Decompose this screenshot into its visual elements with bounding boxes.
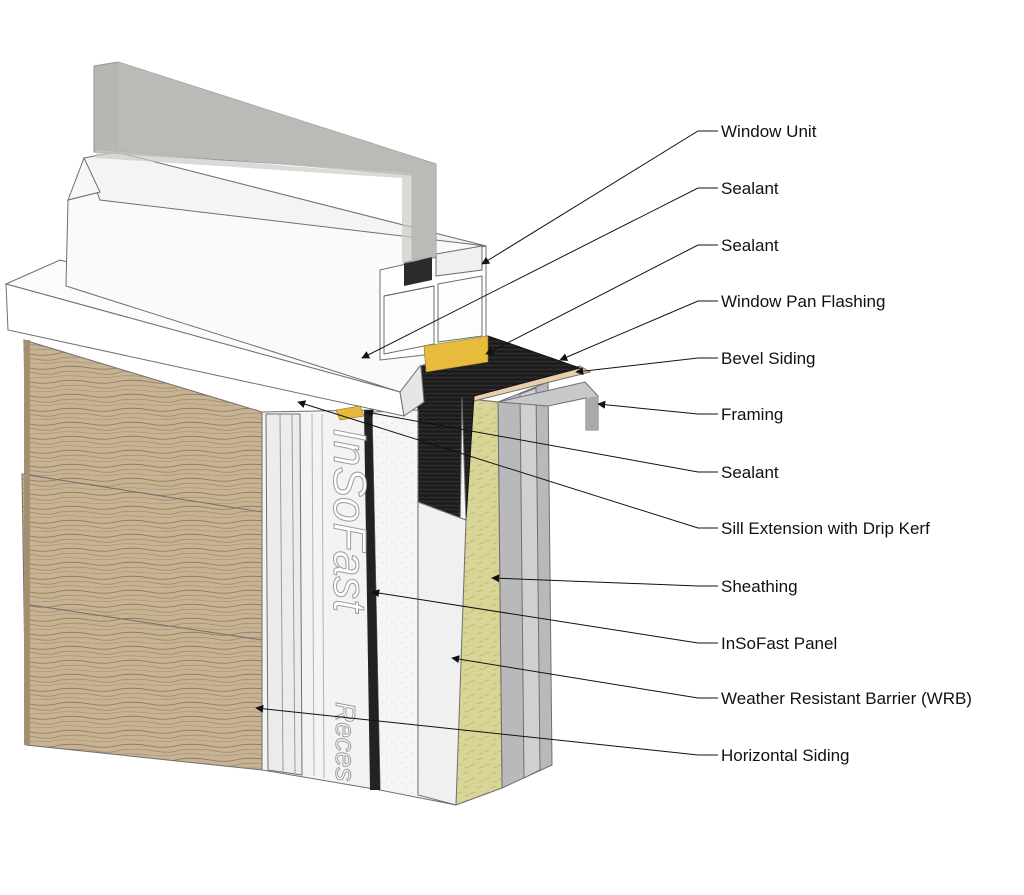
label-sheathing: Sheathing <box>721 577 798 596</box>
leader-lines <box>255 130 718 756</box>
window-unit <box>65 151 487 393</box>
label-horizontal-siding: Horizontal Siding <box>721 746 850 765</box>
callout-labels: Window Unit Sealant Sealant Window Pan F… <box>721 122 972 765</box>
insofast-print-lower: Reces <box>330 702 361 781</box>
label-sealant: Sealant <box>721 236 779 255</box>
label-insofast-panel: InSoFast Panel <box>721 634 837 653</box>
label-bevel-siding: Bevel Siding <box>721 349 816 368</box>
label-sealant: Sealant <box>721 179 779 198</box>
label-wrb: Weather Resistant Barrier (WRB) <box>721 689 972 708</box>
label-framing: Framing <box>721 405 783 424</box>
label-window-pan-flashing: Window Pan Flashing <box>721 292 885 311</box>
insofast-panel: InSoFast Reces <box>261 409 381 791</box>
label-sealant: Sealant <box>721 463 779 482</box>
label-window-unit: Window Unit <box>721 122 817 141</box>
framing <box>497 381 599 789</box>
insofast-print: InSoFast <box>324 428 376 614</box>
label-sill-extension: Sill Extension with Drip Kerf <box>721 519 930 538</box>
horizontal-siding <box>21 339 263 771</box>
glass-pane <box>93 61 437 264</box>
sealant-beads <box>335 335 489 421</box>
